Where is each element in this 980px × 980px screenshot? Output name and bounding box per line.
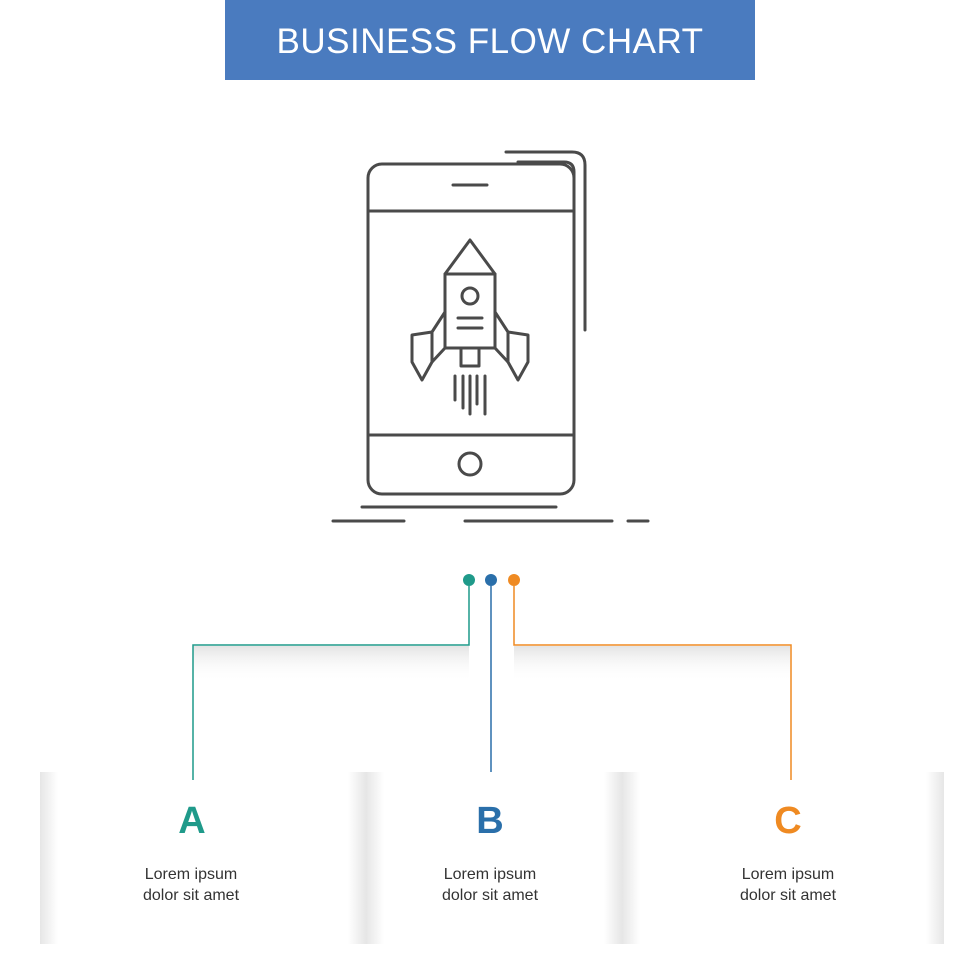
- step-c-text-line1: Lorem ipsum: [741, 866, 835, 883]
- title-banner: BUSINESS FLOW CHART: [225, 0, 755, 80]
- step-a-letter: A: [178, 800, 206, 842]
- step-c-letter: C: [774, 800, 802, 842]
- branch-shadow-a: [193, 646, 469, 682]
- connector-dot-b: [485, 574, 497, 586]
- panel-a-shadow-right: [348, 772, 366, 944]
- panel-b-shadow-right: [604, 772, 622, 944]
- branch-shadow-c: [514, 646, 790, 682]
- step-b-text-line1: Lorem ipsum: [443, 866, 537, 883]
- step-b-text-line2: dolor sit amet: [441, 887, 539, 904]
- step-a-text-line2: dolor sit amet: [142, 887, 240, 904]
- connector-dot-a: [463, 574, 475, 586]
- page-title: BUSINESS FLOW CHART: [276, 22, 704, 61]
- step-a-description: Lorem ipsum dolor sit amet: [91, 864, 291, 906]
- panel-b-shadow-left: [366, 772, 384, 944]
- panel-c-shadow-right: [926, 772, 944, 944]
- step-b-letter: B: [476, 800, 504, 842]
- step-a-text-line1: Lorem ipsum: [144, 866, 238, 883]
- step-c-description: Lorem ipsum dolor sit amet: [688, 864, 888, 906]
- step-c-text-line2: dolor sit amet: [739, 887, 837, 904]
- mobile-phone-rocket-launch-icon: [331, 150, 650, 523]
- panel-c-shadow-left: [622, 772, 640, 944]
- connector-line-a: [192, 586, 470, 780]
- step-b-description: Lorem ipsum dolor sit amet: [390, 864, 590, 906]
- connector-dot-c: [508, 574, 520, 586]
- panel-a-shadow-left: [40, 772, 58, 944]
- connector-line-c: [513, 586, 792, 780]
